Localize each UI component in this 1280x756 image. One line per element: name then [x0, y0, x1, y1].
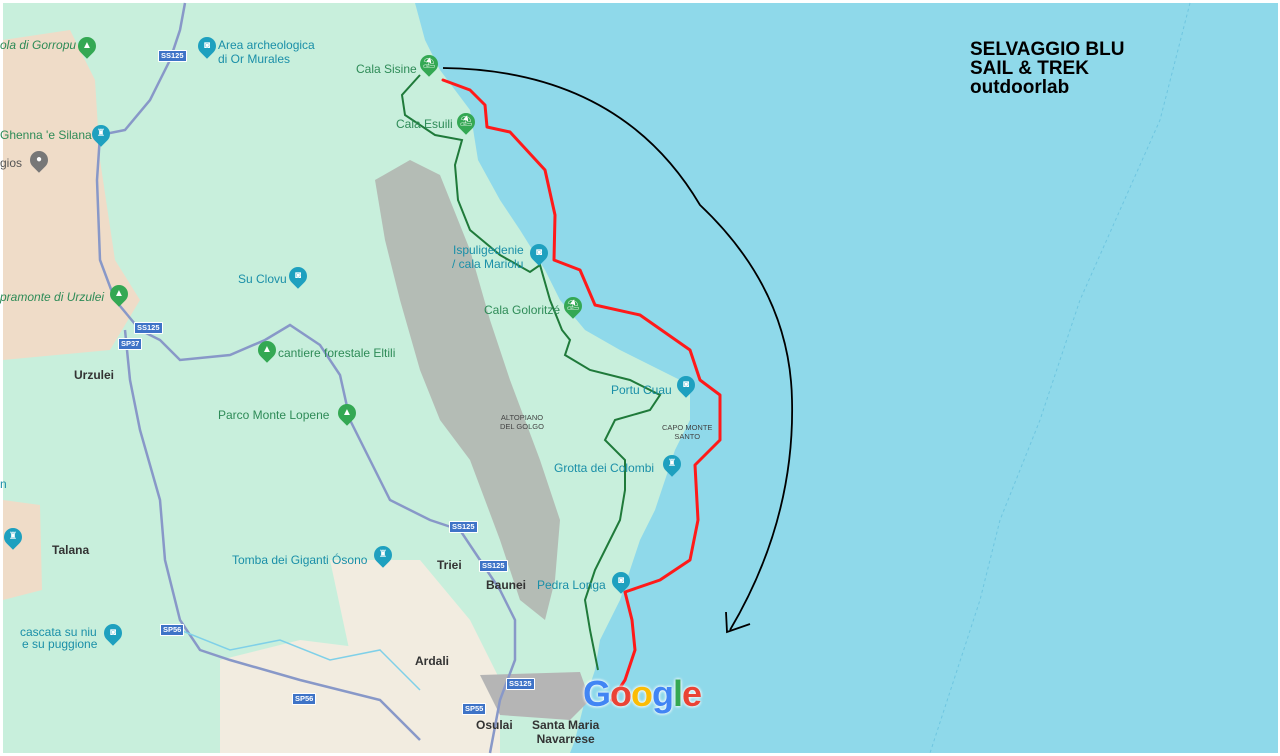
park-icon[interactable]: ▲	[106, 281, 132, 307]
label-ardali[interactable]: Ardali	[415, 654, 450, 668]
road-shield: SS125	[479, 560, 508, 572]
park-icon[interactable]: ▲	[254, 337, 280, 363]
label-talana[interactable]: Talana	[52, 543, 90, 557]
label-ispuligedenie[interactable]: Ispuligedenie	[453, 243, 524, 257]
label-cascata-1[interactable]: cascata su niu	[20, 625, 97, 639]
road-shield: SP37	[118, 338, 143, 350]
label-parco-lopene[interactable]: Parco Monte Lopene	[218, 408, 330, 422]
title-line-3: outdoorlab	[970, 77, 1070, 98]
title-line-2: SAIL & TREK	[970, 58, 1089, 79]
sail-route	[441, 78, 722, 702]
title-line-1: SELVAGGIO BLU	[970, 39, 1125, 60]
monument-icon[interactable]: ♜	[659, 451, 685, 477]
camera-icon[interactable]: ◙	[100, 620, 126, 646]
beach-icon[interactable]: ⛱	[453, 109, 479, 135]
road-shield: SS125	[134, 322, 163, 334]
camera-icon[interactable]: ◙	[285, 263, 311, 289]
google-logo: Google	[583, 673, 702, 714]
label-cala-goloritze[interactable]: Cala Goloritzé	[484, 303, 561, 317]
label-partial-n: n	[0, 477, 7, 491]
label-cantiere-eltili[interactable]: cantiere forestale Eltili	[278, 346, 396, 360]
camera-icon[interactable]: ◙	[194, 33, 220, 59]
road-shield: SP55	[462, 703, 487, 715]
road-shield: SS125	[158, 50, 187, 62]
road-shield: SS125	[449, 521, 478, 533]
label-cascata-2[interactable]: e su puggione	[22, 637, 98, 651]
trek-route	[400, 74, 662, 671]
label-or-murales[interactable]: Area archeologica di Or Murales	[218, 38, 315, 66]
park-icon[interactable]: ▲	[334, 400, 360, 426]
label-portu-cuau[interactable]: Portu Cuau	[611, 383, 672, 397]
road-shield: SP56	[160, 624, 185, 636]
label-ghenna-silana[interactable]: Ghenna 'e Silana	[0, 128, 92, 142]
label-cala-mariolu[interactable]: / cala Mariolu	[452, 257, 524, 271]
return-arrow-head	[725, 611, 751, 634]
return-arrow	[442, 67, 794, 631]
label-supramonte[interactable]: pramonte di Urzulei	[0, 290, 105, 304]
road-shield: SP56	[292, 693, 317, 705]
label-gios[interactable]: gios	[0, 156, 23, 170]
tour-title: SELVAGGIO BLU SAIL & TREK outdoorlab	[970, 40, 1124, 97]
label-su-clovu[interactable]: Su Clovu	[238, 272, 287, 286]
monument-icon[interactable]: ♜	[370, 542, 396, 568]
camera-icon[interactable]: ◙	[608, 568, 634, 594]
label-baunei[interactable]: Baunei	[486, 578, 527, 592]
park-icon[interactable]: ▲	[74, 33, 100, 59]
altopiano-plateau	[375, 160, 560, 620]
label-gorropu[interactable]: ola di Gorropu	[0, 38, 77, 52]
label-pedra-longa[interactable]: Pedra Longa	[537, 578, 606, 592]
camera-icon[interactable]: ◙	[673, 372, 699, 398]
beach-icon[interactable]: ⛱	[416, 51, 442, 77]
label-cala-esuili[interactable]: Cala Esuili	[396, 117, 453, 131]
monument-icon[interactable]: ♜	[88, 121, 114, 147]
label-cala-sisine[interactable]: Cala Sisine	[356, 62, 417, 76]
road-shield: SS125	[506, 678, 535, 690]
label-triei[interactable]: Triei	[437, 558, 462, 572]
camera-icon[interactable]: ◙	[526, 240, 552, 266]
monument-icon[interactable]: ♜	[0, 524, 26, 550]
place-marker-icon[interactable]: ●	[26, 147, 52, 173]
label-tomba-giganti[interactable]: Tomba dei Giganti Ósono	[232, 553, 368, 567]
label-grotta-colombi[interactable]: Grotta dei Colombi	[554, 461, 655, 475]
label-urzulei[interactable]: Urzulei	[74, 368, 115, 382]
beach-icon[interactable]: ⛱	[560, 293, 586, 319]
label-osulai[interactable]: Osulai	[476, 718, 513, 732]
